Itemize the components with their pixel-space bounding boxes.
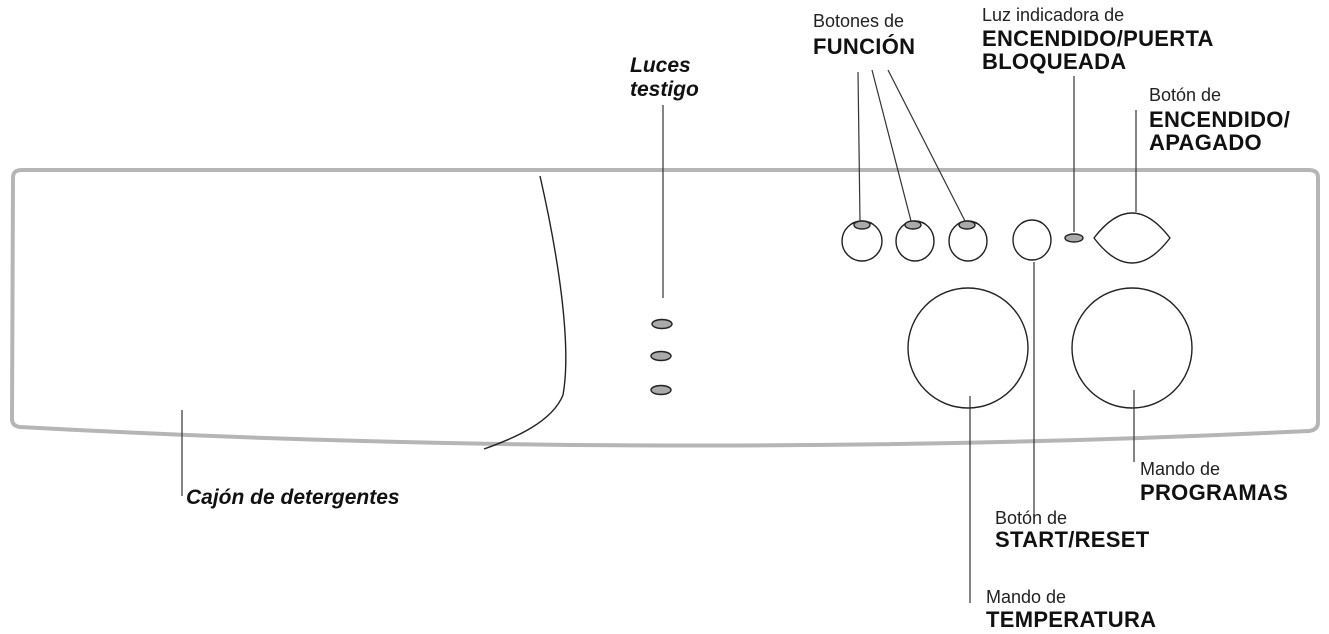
function-button-2-light [904,220,922,230]
label-encendido-puerta: ENCENDIDO/PUERTA [982,26,1214,51]
label-boton-de-start: Botón de [995,508,1068,528]
label-bloqueada: BLOQUEADA [982,49,1127,74]
label-temperatura: TEMPERATURA [986,607,1157,632]
leader-funcion-3 [887,69,966,222]
label-funcion: FUNCIÓN [813,34,916,59]
function-button-1-light [853,220,871,230]
label-luces: Luces [630,54,691,77]
panel-outline [9,168,1320,448]
label-cajon-detergentes: Cajón de detergentes [186,486,400,509]
leader-funcion-1 [857,71,861,222]
programs-knob[interactable] [1071,287,1193,409]
warning-light-2 [650,350,672,362]
label-encendido: ENCENDIDO/ [1149,107,1291,132]
label-testigo: testigo [630,78,699,101]
leader-funcion-2 [871,69,912,222]
label-botones-de: Botones de [813,11,905,31]
on-off-button[interactable] [1093,212,1171,264]
power-door-indicator-light [1064,233,1084,243]
label-boton-de-encendido: Botón de [1149,85,1222,105]
label-luz-indicadora-de: Luz indicadora de [982,5,1125,25]
label-apagado: APAGADO [1149,130,1262,155]
label-mando-de-programas: Mando de [1140,459,1221,479]
detergent-drawer-edge [483,175,567,450]
label-programas: PROGRAMAS [1140,480,1289,505]
label-start-reset: START/RESET [995,527,1150,552]
warning-light-3 [650,384,672,396]
warning-light-1 [651,318,673,330]
start-reset-button[interactable] [1012,219,1052,261]
function-button-3-light [958,220,976,230]
temperature-knob[interactable] [907,287,1029,409]
label-mando-de-temperatura: Mando de [986,587,1067,607]
